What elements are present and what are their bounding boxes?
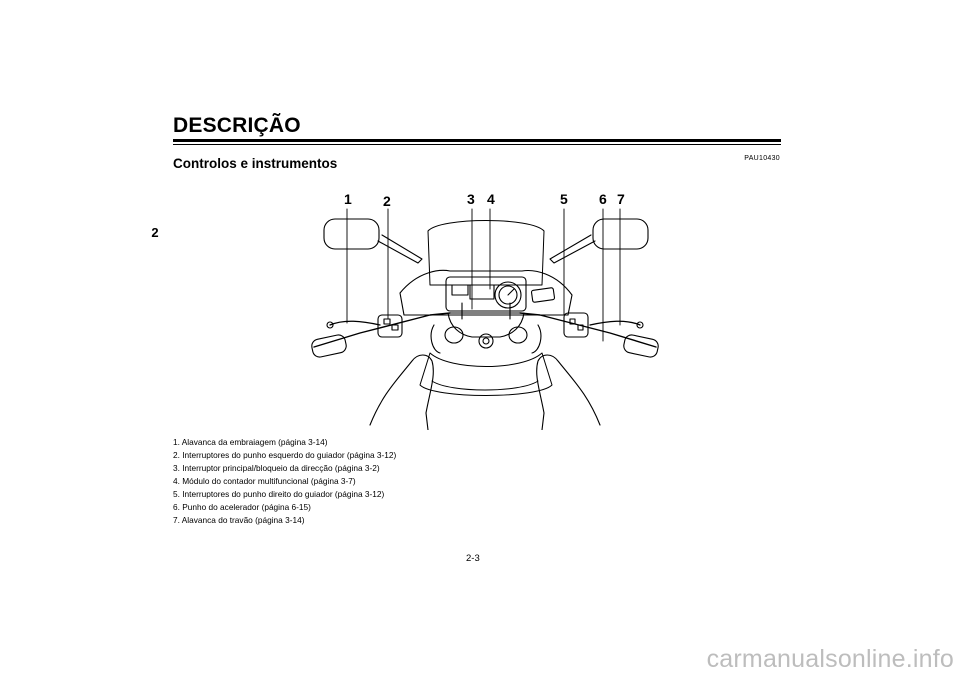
title-rule-thin xyxy=(173,144,781,145)
chapter-tab: 2 xyxy=(151,224,159,240)
rider-left-arm xyxy=(369,354,434,430)
legend-item: 3. Interruptor principal/bloqueio da dir… xyxy=(173,463,380,473)
legend-item: 1. Alavanca da embraiagem (página 3-14) xyxy=(173,437,328,447)
brake-lever xyxy=(589,320,641,326)
right-reservoir xyxy=(530,287,556,303)
legend-item: 4. Módulo do contador multifuncional (pá… xyxy=(173,476,356,486)
document-code: PAU10430 xyxy=(744,155,780,162)
callout-6: 6 xyxy=(599,191,607,207)
callout-5: 5 xyxy=(560,191,568,207)
fuel-tank xyxy=(419,352,553,396)
callout-2: 2 xyxy=(383,193,391,209)
legend-item: 6. Punho do acelerador (página 6-15) xyxy=(173,502,311,512)
handlebar-left xyxy=(313,312,451,348)
left-mirror xyxy=(323,218,423,264)
windscreen xyxy=(427,220,545,286)
left-grip xyxy=(311,334,347,358)
right-mirror xyxy=(549,218,649,264)
watermark: carmanualsonline.info xyxy=(706,645,954,673)
clutch-lever xyxy=(329,320,381,326)
callout-7: 7 xyxy=(617,191,625,207)
subsection-title: Controlos e instrumentos xyxy=(173,156,338,171)
callout-leaders xyxy=(346,208,621,342)
section-title: DESCRIÇÃO xyxy=(173,114,301,137)
callout-4: 4 xyxy=(487,191,495,207)
right-switch-housing xyxy=(563,312,589,338)
rider-right-arm xyxy=(536,354,601,430)
figure-legend: 1. Alavanca da embraiagem (página 3-14) … xyxy=(173,436,396,527)
cowl xyxy=(399,269,573,316)
legend-item: 7. Alavanca do travão (página 3-14) xyxy=(173,515,305,525)
triple-clamp xyxy=(447,312,525,338)
right-grip xyxy=(623,334,659,358)
left-switch-housing xyxy=(377,314,403,338)
callout-3: 3 xyxy=(467,191,475,207)
legend-item: 2. Interruptores do punho esquerdo do gu… xyxy=(173,450,397,460)
callout-1: 1 xyxy=(344,191,352,207)
title-rule-thick xyxy=(173,139,781,142)
instrument-cluster xyxy=(445,276,527,312)
handlebar-controls-figure: 1 2 3 4 5 6 7 xyxy=(300,185,670,430)
page-number: 2-3 xyxy=(466,553,480,564)
legend-item: 5. Interruptores do punho direito do gui… xyxy=(173,489,385,499)
